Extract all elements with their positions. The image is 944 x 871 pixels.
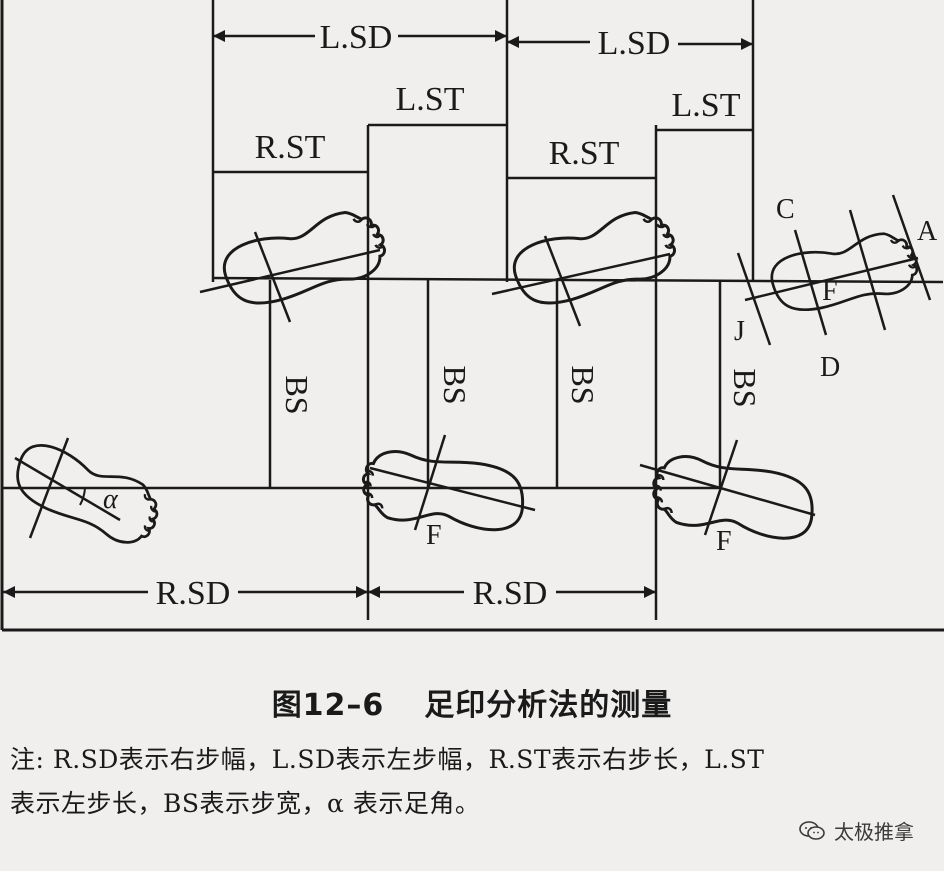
label-rsd-2: R.SD [473, 575, 548, 612]
frame-lines [0, 0, 944, 632]
figure-note: 注: R.SD表示右步幅，L.SD表示左步幅，R.ST表示右步长，L.ST 表示… [10, 738, 938, 826]
label-point-f-top: F [822, 276, 838, 307]
step-width-lines [268, 280, 722, 488]
label-rsd-1: R.SD [156, 575, 231, 612]
label-lst-2: L.ST [672, 87, 741, 124]
label-rst-1: R.ST [255, 129, 326, 166]
footprint-left-1 [199, 204, 393, 323]
dimension-arrows [3, 30, 753, 598]
footprint-diagram: L.SD L.SD L.ST L.ST R.ST R.ST BS BS BS B… [0, 0, 944, 632]
label-lsd-2: L.SD [598, 25, 671, 62]
label-point-f-1: F [426, 520, 442, 551]
figure-title: 足印分析法的测量 [424, 688, 673, 723]
footprint-right-0 [4, 426, 171, 559]
label-bs-2: BS [437, 365, 473, 404]
figure-caption: 图12–6 足印分析法的测量 [0, 680, 944, 724]
label-bs-4: BS [727, 368, 763, 407]
label-point-f-2: F [716, 526, 732, 557]
footprint-right-2 [639, 439, 822, 556]
label-point-a: A [917, 216, 938, 247]
wechat-icon [799, 820, 825, 840]
label-lsd-1: L.SD [320, 19, 393, 56]
footprint-left-2 [491, 204, 683, 327]
step-length-boxes [213, 123, 753, 180]
label-point-d: D [820, 352, 840, 383]
watermark-text: 太极推拿 [834, 820, 914, 844]
label-lst-1: L.ST [396, 81, 465, 118]
label-point-c: C [776, 194, 795, 225]
footprint-right-1 [354, 434, 536, 547]
label-alpha: α [103, 484, 119, 515]
label-rst-2: R.ST [549, 135, 620, 172]
label-bs-1: BS [279, 375, 315, 414]
label-bs-3: BS [565, 365, 601, 404]
label-point-j: J [734, 316, 745, 347]
diagram-labels: L.SD L.SD L.ST L.ST R.ST R.ST BS BS BS B… [103, 19, 938, 612]
figure-number: 图12–6 [271, 688, 385, 723]
footprint-left-3 [736, 194, 932, 346]
note-line-1: 注: R.SD表示右步幅，L.SD表示左步幅，R.ST表示右步长，L.ST [10, 745, 765, 774]
note-line-2: 表示左步长，BS表示步宽，α 表示足角。 [10, 789, 481, 818]
watermark: 太极推拿 [798, 816, 914, 845]
